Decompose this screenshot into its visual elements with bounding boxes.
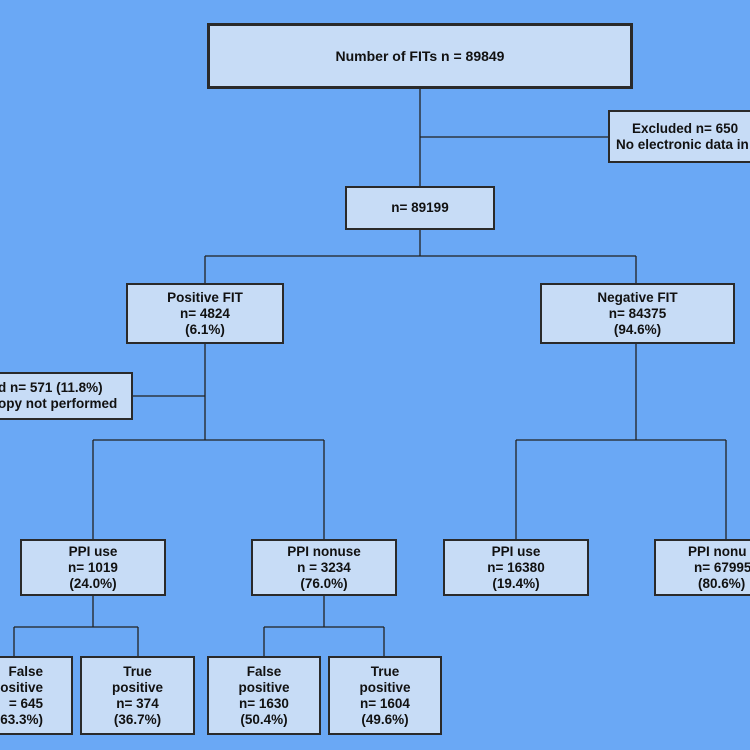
nonuse-true-positive-line1: True	[370, 663, 400, 679]
use-false-positive-line2: ositive	[0, 679, 43, 695]
use-true-positive-box: True positive n= 374 (36.7%)	[80, 656, 195, 735]
nonuse-false-positive-count: n= 1630	[239, 695, 289, 711]
negative-ppi-use-count: n= 16380	[487, 559, 545, 575]
positive-fit-count: n= 4824	[180, 305, 230, 321]
nonuse-false-positive-line2: positive	[238, 679, 290, 695]
after-exclusion-count: n= 89199	[391, 200, 449, 215]
negative-fit-box: Negative FIT n= 84375 (94.6%)	[540, 283, 735, 344]
excluded-top-box: Excluded n= 650 No electronic data in	[608, 110, 750, 163]
after-exclusion-box: n= 89199	[345, 186, 495, 230]
excluded-left-count: d n= 571 (11.8%)	[0, 380, 103, 395]
positive-ppi-use-count: n= 1019	[68, 559, 118, 575]
positive-fit-box: Positive FIT n= 4824 (6.1%)	[126, 283, 284, 344]
positive-ppi-nonuse-percent: (76.0%)	[300, 575, 348, 591]
use-true-positive-line2: positive	[111, 679, 163, 695]
negative-ppi-nonuse-title: PPI nonu	[688, 543, 747, 559]
use-false-positive-box: False ositive = 645 63.3%)	[0, 656, 73, 735]
negative-fit-count: n= 84375	[608, 305, 667, 321]
use-true-positive-percent: (36.7%)	[113, 711, 162, 727]
nonuse-true-positive-line2: positive	[359, 679, 411, 695]
excluded-left-reason: opy not performed	[0, 396, 118, 411]
nonuse-true-positive-count: n= 1604	[360, 695, 410, 711]
positive-fit-title: Positive FIT	[167, 289, 243, 305]
positive-ppi-use-title: PPI use	[68, 543, 118, 559]
nonuse-false-positive-box: False positive n= 1630 (50.4%)	[207, 656, 321, 735]
negative-ppi-use-title: PPI use	[491, 543, 541, 559]
nonuse-false-positive-line1: False	[246, 663, 282, 679]
root-box-total-fits: Number of FITs n = 89849	[207, 23, 633, 89]
positive-fit-percent: (6.1%)	[185, 321, 225, 337]
nonuse-true-positive-percent: (49.6%)	[361, 711, 409, 727]
excluded-top-reason: No electronic data in	[616, 136, 749, 152]
negative-fit-percent: (94.6%)	[613, 321, 662, 337]
positive-ppi-nonuse-box: PPI nonuse n = 3234 (76.0%)	[251, 539, 397, 596]
positive-ppi-use-percent: (24.0%)	[69, 575, 117, 591]
use-true-positive-count: n= 374	[116, 695, 159, 711]
use-false-positive-count: = 645	[8, 695, 43, 711]
use-true-positive-line1: True	[123, 663, 152, 679]
negative-ppi-nonuse-count: n= 67995	[694, 559, 750, 575]
use-false-positive-line1: False	[8, 663, 43, 679]
positive-ppi-use-box: PPI use n= 1019 (24.0%)	[20, 539, 166, 596]
nonuse-true-positive-box: True positive n= 1604 (49.6%)	[328, 656, 442, 735]
negative-fit-title: Negative FIT	[597, 289, 678, 305]
positive-ppi-nonuse-title: PPI nonuse	[287, 543, 361, 559]
negative-ppi-use-percent: (19.4%)	[492, 575, 540, 591]
negative-ppi-nonuse-box: PPI nonu n= 67995 (80.6%)	[654, 539, 750, 596]
excluded-left-box: d n= 571 (11.8%) opy not performed	[0, 372, 133, 420]
root-box-label: Number of FITs n = 89849	[335, 48, 505, 64]
positive-ppi-nonuse-count: n = 3234	[297, 559, 351, 575]
negative-ppi-nonuse-percent: (80.6%)	[698, 575, 746, 591]
negative-ppi-use-box: PPI use n= 16380 (19.4%)	[443, 539, 589, 596]
nonuse-false-positive-percent: (50.4%)	[240, 711, 288, 727]
excluded-top-count: Excluded n= 650	[632, 120, 739, 136]
use-false-positive-percent: 63.3%)	[0, 711, 43, 727]
